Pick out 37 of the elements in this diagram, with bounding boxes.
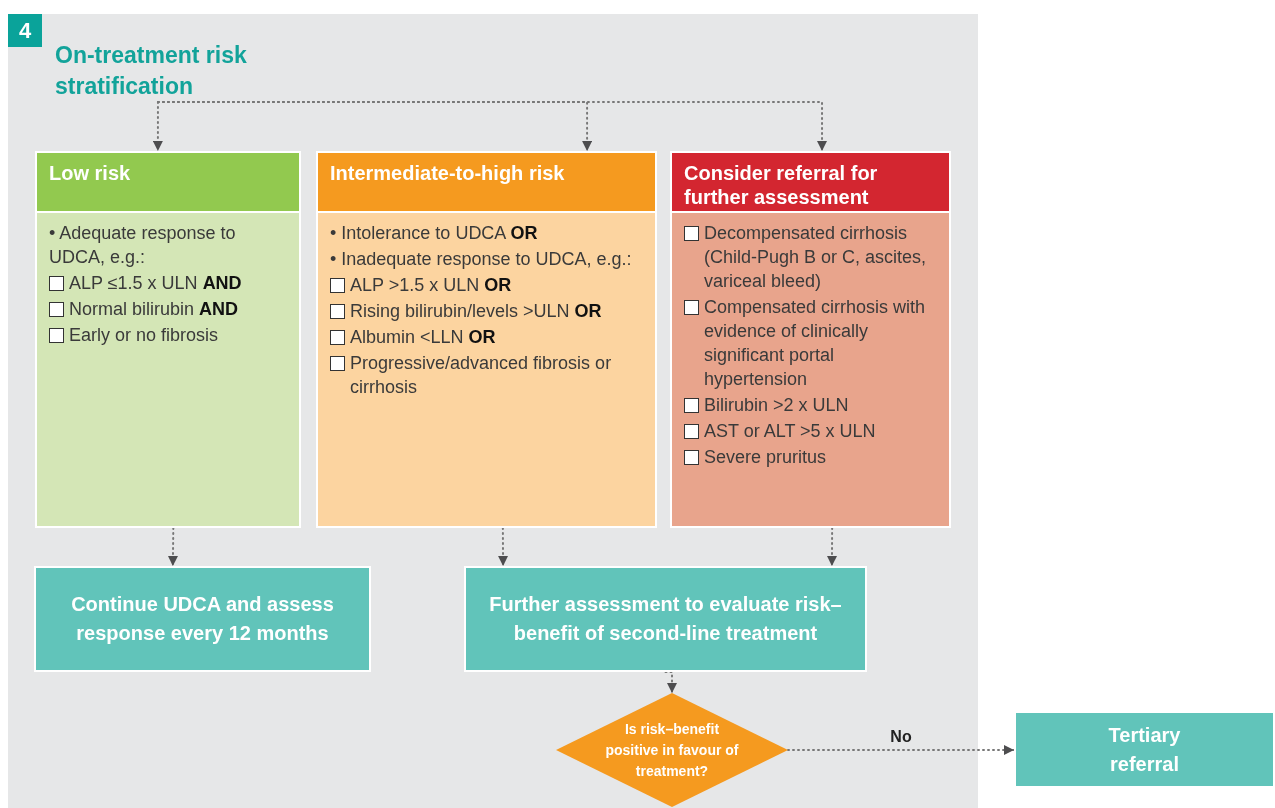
step-number: 4 (8, 14, 42, 47)
card-heading: Low risk (37, 153, 299, 213)
criterion-text: • Intolerance to UDCA OR (330, 222, 538, 245)
process-box: Continue UDCA and assess response every 12 months (34, 566, 371, 672)
arrow (787, 745, 1015, 755)
criterion-text: • Inadequate response to UDCA, e.g.: (330, 248, 632, 271)
panel-background (8, 14, 978, 808)
criterion-text: Severe pruritus (704, 446, 827, 469)
criterion-text: Normal bilirubin AND (69, 298, 239, 321)
risk-card (35, 151, 301, 528)
arrow (664, 671, 677, 694)
arrow (827, 527, 837, 567)
decision-text: Is risk–benefit positive in favour of treatment? (604, 719, 740, 781)
decision-diamond (556, 693, 788, 807)
criterion-text: ALP >1.5 x ULN OR (350, 274, 512, 297)
section-heading: On-treatment risk stratification (55, 40, 315, 102)
arrow (498, 527, 509, 567)
arrow (167, 527, 178, 567)
arrow (156, 101, 827, 152)
process-box: Further assessment to evaluate risk–benefit of second-line treatment (464, 566, 867, 672)
criterion-text: Progressive/advanced fibrosis or cirrhosis (350, 352, 613, 399)
criterion-text: Compensated cirrhosis with evidence of clinically significant portal hypertension (704, 296, 927, 391)
criterion-text: Bilirubin >2 x ULN (704, 394, 849, 417)
card-heading: Consider referral for further assessment (672, 153, 949, 213)
edge-label: No (890, 728, 912, 746)
criterion-text: Decompensated cirrhosis (Child-Pugh B or C, ascites, variceal bleed) (704, 222, 928, 293)
card-heading: Intermediate-to-high risk (318, 153, 655, 213)
criterion-text: Albumin <LLN OR (350, 326, 496, 349)
risk-card (670, 151, 951, 528)
criterion-text: • Adequate response to UDCA, e.g.: (49, 222, 237, 269)
criterion-text: AST or ALT >5 x ULN (704, 420, 876, 443)
criterion-text: ALP ≤1.5 x ULN AND (69, 272, 242, 295)
criterion-text: Early or no fibrosis (69, 324, 219, 347)
risk-card (316, 151, 657, 528)
process-box: Tertiary referral (1014, 711, 1275, 788)
criterion-text: Rising bilirubin/levels >ULN OR (350, 300, 602, 323)
arrow (152, 101, 163, 152)
